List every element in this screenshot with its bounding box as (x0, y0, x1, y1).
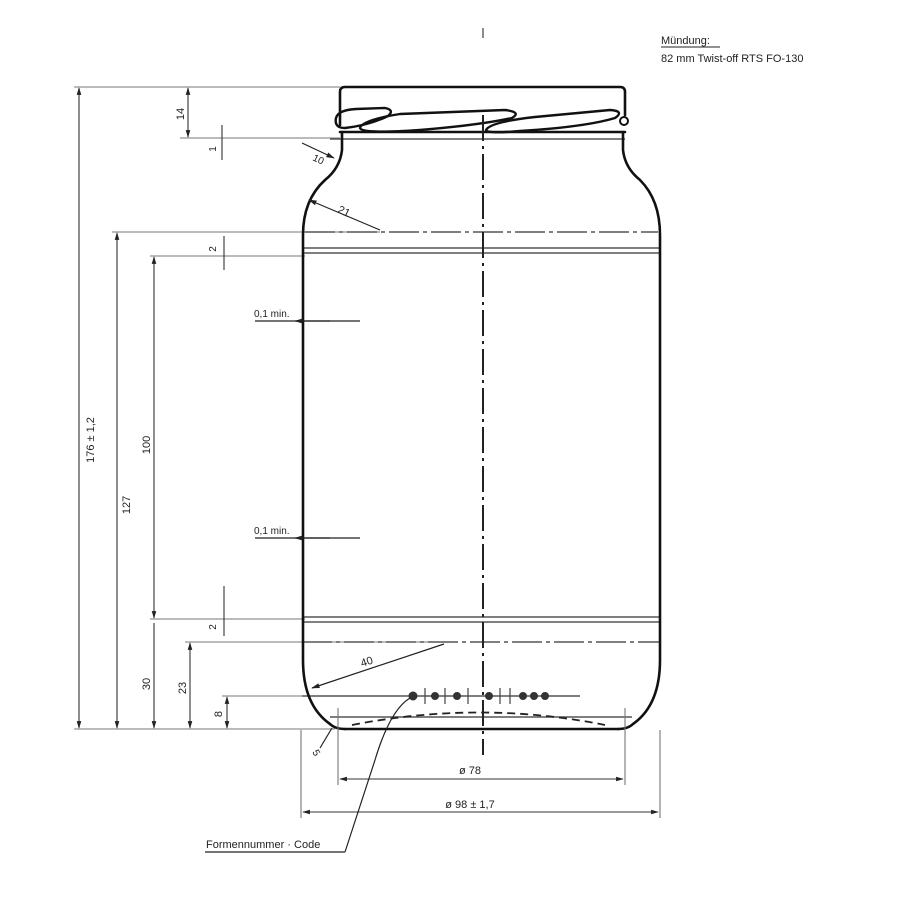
dim-panel-tolerance-top: 0,1 min. (254, 309, 290, 320)
dim-base-diameter: ø 78 (459, 765, 481, 777)
dim-heel-radius: 40 (359, 655, 374, 670)
dim-band-bottom: 2 (208, 624, 219, 630)
dim-heel-radius-start: 23 (177, 682, 189, 694)
mold-code-callout: Formennummer · Code (205, 697, 411, 853)
finish-title: Mündung: (661, 35, 710, 47)
jar-outline (301, 85, 662, 731)
dim-base-radius: 5 (309, 748, 322, 759)
dim-shoulder-radius: 21 (336, 204, 352, 220)
dim-panel-tolerance-bottom: 0,1 min. (254, 526, 290, 537)
vertical-dimensions: 176 ± 1,2 127 100 30 23 8 14 1 2 2 (76, 87, 230, 729)
dim-body-diameter: ø 98 ± 1,7 (445, 799, 494, 811)
dim-heel-height: 30 (141, 678, 153, 690)
dim-neck-step: 1 (208, 146, 219, 152)
extension-lines (74, 86, 445, 730)
dim-overall-height: 176 ± 1,2 (85, 417, 97, 463)
finish-spec: 82 mm Twist-off RTS FO-130 (661, 53, 803, 65)
mold-code-marks (408, 688, 549, 704)
diameter-dimensions: ø 78 ø 98 ± 1,7 (300, 708, 661, 818)
radius-dimensions: 10 21 40 5 0,1 min. 0,1 min. (254, 142, 445, 759)
dim-band-top: 2 (208, 246, 219, 252)
dim-finish-height: 14 (175, 108, 187, 120)
dim-label-panel: 100 (141, 436, 153, 454)
mold-code-label: Formennummer · Code (206, 839, 320, 851)
finish-note: Mündung: 82 mm Twist-off RTS FO-130 (661, 35, 803, 65)
dim-code-height: 8 (213, 711, 225, 717)
dim-shoulder-radius-small: 10 (311, 153, 326, 168)
body-bands (302, 138, 660, 718)
dim-label-panel-outer: 127 (121, 496, 133, 514)
